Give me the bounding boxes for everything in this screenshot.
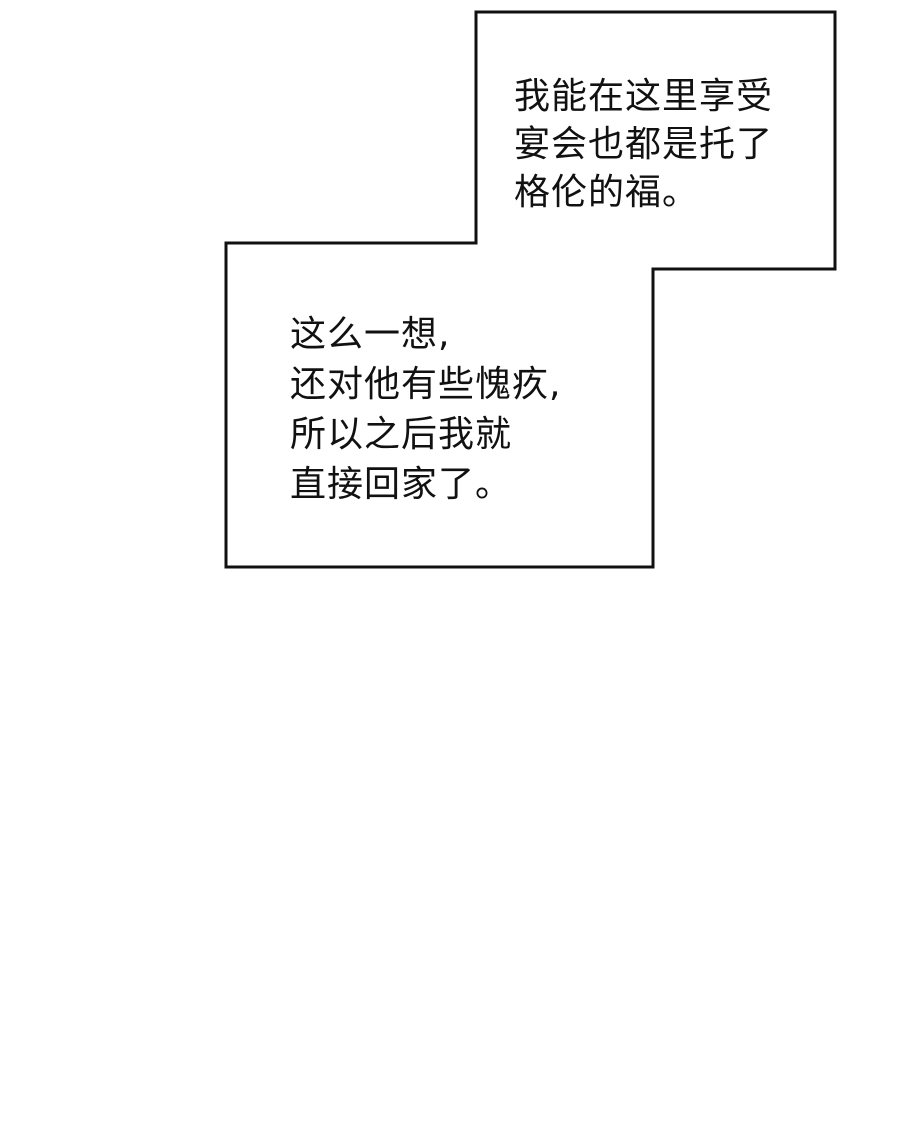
narration-caption-1: 我能在这里享受 宴会也都是托了 格伦的福。 [514,73,773,217]
caption-line: 宴会也都是托了 [514,124,774,165]
narration-box-border [224,10,837,569]
caption-line: 我能在这里享受 [514,76,774,117]
caption-line: 所以之后我就 [290,414,513,455]
caption-line: 格伦的福。 [514,172,700,213]
narration-caption-2: 这么一想, 还对他有些愧疚, 所以之后我就 直接回家了。 [290,310,561,510]
caption-line: 还对他有些愧疚, [290,364,562,405]
caption-line: 直接回家了。 [290,464,513,505]
caption-line: 这么一想, [290,314,451,355]
